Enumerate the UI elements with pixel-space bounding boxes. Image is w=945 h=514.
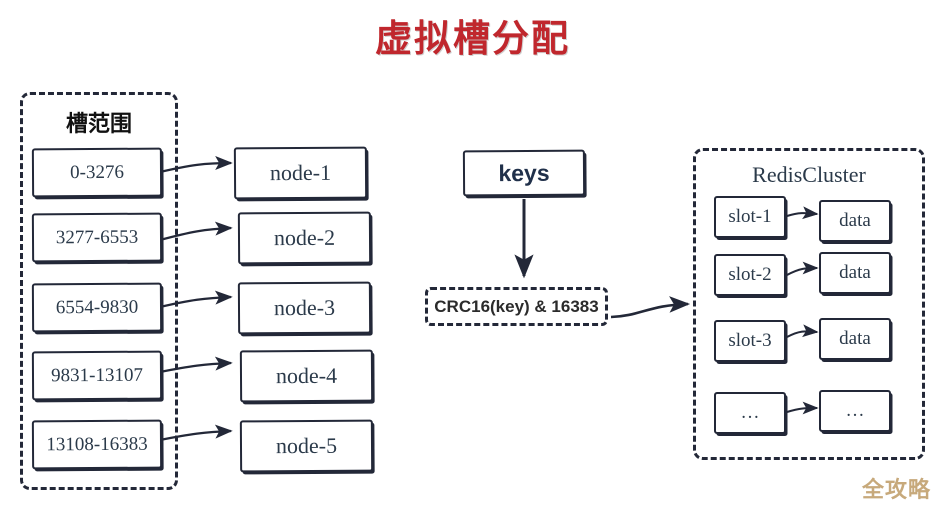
data-cell-4[interactable]: … bbox=[819, 390, 891, 432]
data-cell-1[interactable]: data bbox=[819, 200, 891, 242]
data-cell-label: data bbox=[839, 262, 871, 283]
hash-expression-label: CRC16(key) & 16383 bbox=[434, 296, 599, 316]
hash-expression-box[interactable]: CRC16(key) & 16383 bbox=[425, 287, 608, 326]
data-cell-label: … bbox=[845, 400, 865, 421]
node-label: node-3 bbox=[273, 294, 336, 321]
page-title: 虚拟槽分配 bbox=[375, 18, 570, 59]
slot-cell-label: slot-2 bbox=[728, 264, 772, 285]
node-box-1[interactable]: node-1 bbox=[233, 146, 368, 200]
slot-range-label: 6554-9830 bbox=[55, 296, 139, 318]
slot-range-label: 13108-16383 bbox=[46, 433, 148, 455]
data-cell-label: data bbox=[839, 328, 871, 349]
node-box-2[interactable]: node-2 bbox=[237, 211, 372, 265]
keys-label: keys bbox=[498, 159, 550, 186]
data-cell-2[interactable]: data bbox=[819, 252, 891, 294]
slot-range-box-4[interactable]: 9831-13107 bbox=[31, 350, 163, 401]
slot-cell-2[interactable]: slot-2 bbox=[714, 254, 786, 296]
slot-range-box-2[interactable]: 3277-6553 bbox=[31, 212, 163, 263]
node-box-5[interactable]: node-5 bbox=[239, 419, 374, 473]
watermark: 全攻略 bbox=[861, 477, 931, 502]
node-label: node-1 bbox=[269, 159, 332, 186]
redis-cluster-panel bbox=[693, 148, 925, 460]
data-cell-3[interactable]: data bbox=[819, 318, 891, 360]
slot-range-panel bbox=[20, 92, 178, 490]
node-label: node-4 bbox=[275, 362, 338, 389]
slot-cell-label: … bbox=[740, 402, 760, 423]
slot-cell-1[interactable]: slot-1 bbox=[714, 196, 786, 238]
slot-range-box-5[interactable]: 13108-16383 bbox=[31, 419, 163, 470]
keys-box[interactable]: keys bbox=[462, 149, 586, 197]
redis-cluster-panel-title: RedisCluster bbox=[752, 162, 866, 187]
slot-range-label: 0-3276 bbox=[70, 161, 124, 183]
slot-cell-label: slot-3 bbox=[728, 330, 772, 351]
slot-range-box-1[interactable]: 0-3276 bbox=[31, 147, 163, 198]
slot-range-label: 3277-6553 bbox=[55, 226, 139, 248]
slot-cell-3[interactable]: slot-3 bbox=[714, 320, 786, 362]
slot-cell-4[interactable]: … bbox=[714, 392, 786, 434]
slot-range-panel-title: 槽范围 bbox=[65, 111, 132, 136]
data-cell-label: data bbox=[839, 210, 871, 231]
node-label: node-5 bbox=[275, 432, 338, 459]
slot-cell-label: slot-1 bbox=[728, 206, 772, 227]
slot-range-box-3[interactable]: 6554-9830 bbox=[31, 282, 163, 333]
node-box-3[interactable]: node-3 bbox=[237, 281, 372, 335]
slot-range-label: 9831-13107 bbox=[51, 364, 143, 386]
node-box-4[interactable]: node-4 bbox=[239, 349, 374, 403]
node-label: node-2 bbox=[273, 224, 336, 251]
